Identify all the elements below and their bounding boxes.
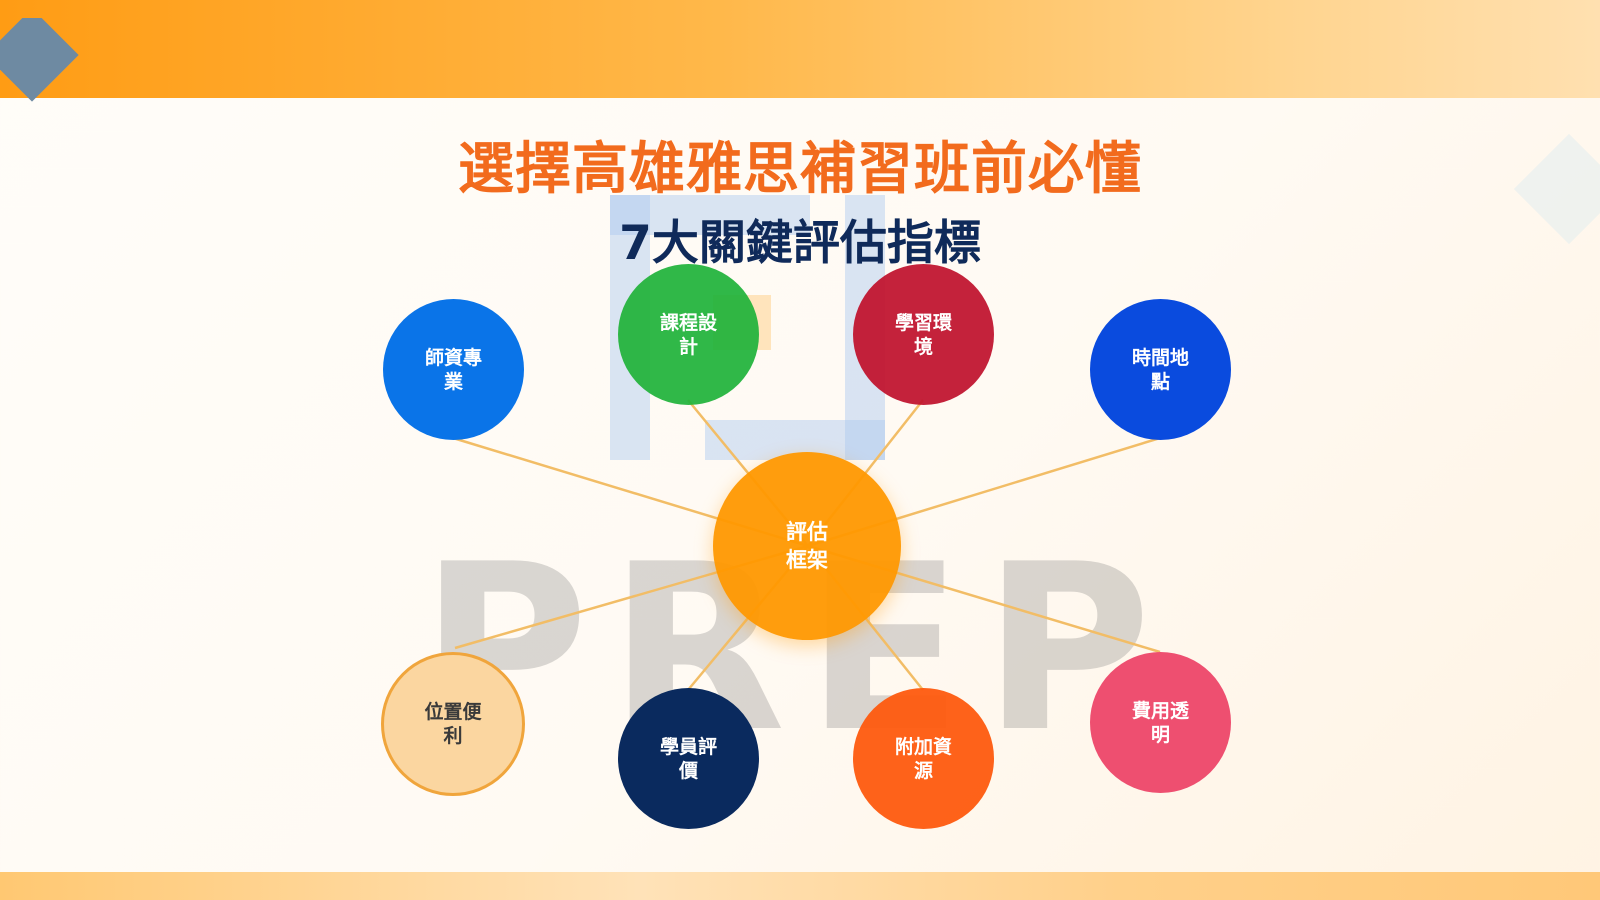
node-location-label: 位置便利 bbox=[424, 701, 482, 747]
node-resources: 附加資源 bbox=[853, 688, 994, 829]
node-environment: 學習環境 bbox=[853, 264, 994, 405]
slide-title: 選擇高雄雅思補習班前必懂 bbox=[458, 137, 1142, 202]
node-course-label: 課程設計 bbox=[659, 311, 717, 358]
node-teacher-label: 師資專業 bbox=[424, 346, 482, 393]
node-center-label: 評估框架 bbox=[786, 520, 828, 572]
node-time: 時間地點 bbox=[1090, 299, 1231, 440]
node-reviews-label: 學員評價 bbox=[659, 735, 717, 782]
node-location: 位置便利 bbox=[381, 652, 525, 796]
slide-subtitle: 7大關鍵評估指標 bbox=[619, 216, 981, 271]
node-time-label: 時間地點 bbox=[1131, 346, 1189, 393]
node-fees-label: 費用透明 bbox=[1131, 699, 1189, 746]
node-course: 課程設計 bbox=[618, 264, 759, 405]
node-environment-label: 學習環境 bbox=[894, 311, 952, 358]
node-resources-label: 附加資源 bbox=[894, 735, 952, 782]
bottom-banner bbox=[0, 872, 1600, 900]
node-center-framework: 評估框架 bbox=[713, 452, 901, 640]
node-teacher: 師資專業 bbox=[383, 299, 524, 440]
node-fees: 費用透明 bbox=[1090, 652, 1231, 793]
node-reviews: 學員評價 bbox=[618, 688, 759, 829]
top-banner bbox=[0, 0, 1600, 98]
